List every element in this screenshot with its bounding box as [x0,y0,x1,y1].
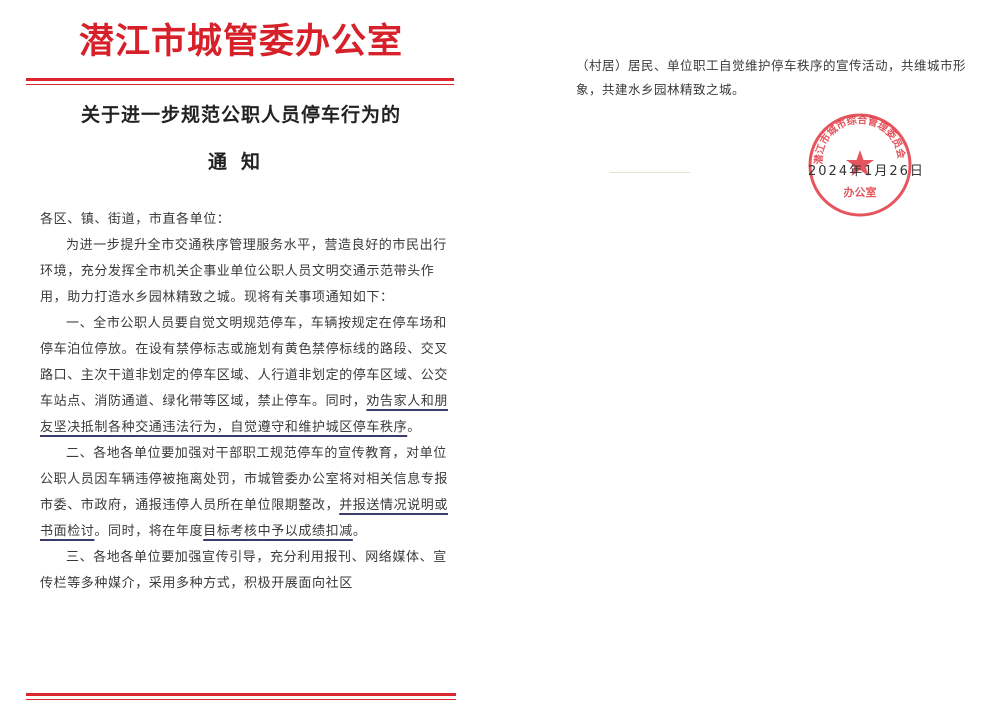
item-2-text-c: 。同时，将在年度 [94,524,204,539]
header-red-rule-thin [26,84,454,85]
official-seal-icon: 潜江市城市综合管理委员会 办公室 [808,113,912,217]
header-red-rule [26,78,454,81]
item-2-underlined-text-2: 目标考核中予以成绩扣减 [203,524,353,539]
document-page-right: （村居）居民、单位职工自觉维护停车秩序的宣传活动，共维城市形象，共建水乡园林精致… [540,0,1000,728]
item-2-text-a: 二、各地各单位要加强对干部职工规范停车的宣传教育，对单位公职人员因车辆违停被拖离… [40,446,449,513]
footer-red-rule [26,693,456,696]
item-2-paragraph: 二、各地各单位要加强对干部职工规范停车的宣传教育，对单位公职人员因车辆违停被拖离… [40,441,460,545]
document-body: 各区、镇、街道，市直各单位： 为进一步提升全市交通秩序管理服务水平，营造良好的市… [40,207,460,597]
item-3-paragraph: 三、各地各单位要加强宣传引导，充分利用报刊、网络媒体、宣传栏等多种媒介，采用多种… [40,550,447,591]
item-2-text-e: 。 [352,524,367,539]
seal-inner-text: 办公室 [844,185,877,199]
item-1-underlined-text: 劝告家人和朋友坚决抵制各种交通违法行为，自觉遵守和维护城区停车秩序 [40,394,449,435]
document-page-left: 潜江市城管委办公室 关于进一步规范公职人员停车行为的 通知 各区、镇、街道，市直… [26,21,460,700]
issue-date: 2024年1月26日 [808,164,925,179]
item-1-text-c: 。 [407,420,421,435]
intro-paragraph: 为进一步提升全市交通秩序管理服务水平，营造良好的市民出行环境，充分发挥全市机关企… [40,238,447,305]
item-2-underlined-text-1: 并报送情况说明或书面检讨 [40,498,449,539]
faint-smudge [610,172,690,173]
seal-star-icon [846,150,874,176]
salutation: 各区、镇、街道，市直各单位： [40,212,231,227]
item-1-paragraph: 一、全市公职人员要自觉文明规范停车，车辆按规定在停车场和停车泊位停放。在设有禁停… [40,311,460,441]
continuation-text: （村居）居民、单位职工自觉维护停车秩序的宣传活动，共维城市形象，共建水乡园林精致… [576,58,967,97]
document-title-line2: 通知 [207,151,274,173]
item-1-text-a: 一、全市公职人员要自觉文明规范停车，车辆按规定在停车场和停车泊位停放。在设有禁停… [40,316,449,409]
issuing-org-header: 潜江市城管委办公室 [78,21,403,62]
footer-red-rule-thin [26,699,456,700]
document-title-line1: 关于进一步规范公职人员停车行为的 [80,104,401,126]
